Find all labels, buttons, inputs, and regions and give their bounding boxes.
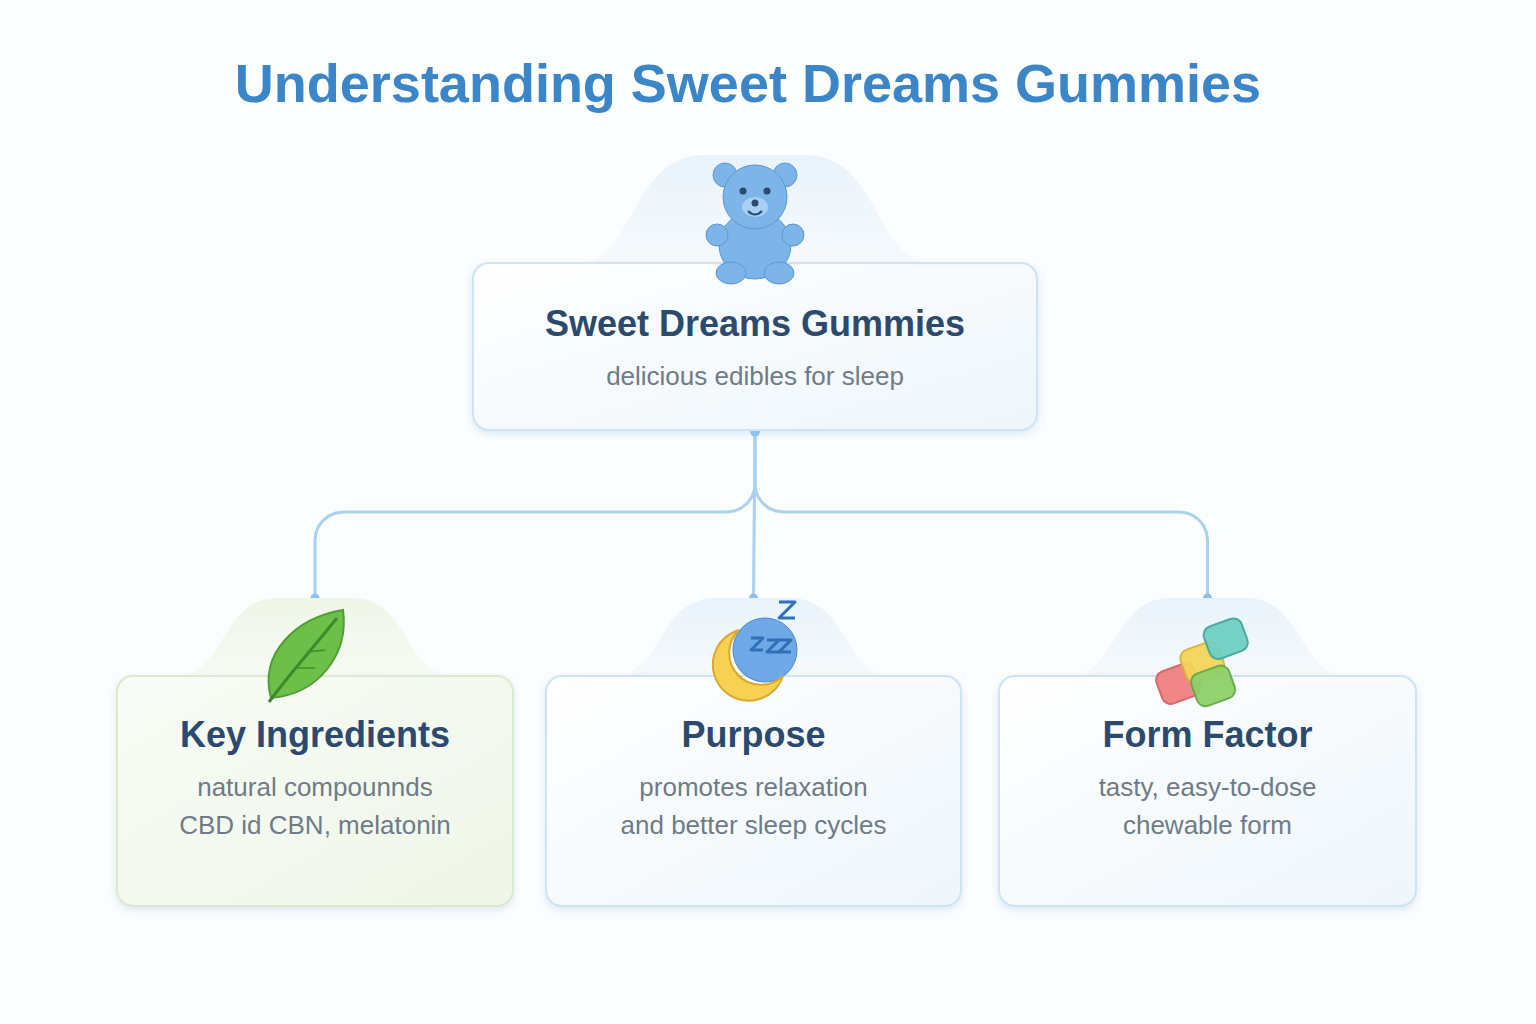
info-card: Sweet Dreams Gummies delicious edibles fo… [472,155,1038,432]
card-description: delicious edibles for sleep [495,357,1015,395]
card-icon [706,163,804,284]
tree-connector [315,432,755,598]
card-box [999,676,1416,906]
card-texts: Key Ingredients natural compounnds CBD id… [116,598,514,844]
card-texts: Form Factor tasty, easy-to-dose chewable … [998,598,1417,844]
card-box [473,263,1037,430]
tree-connector-group [751,428,1213,603]
info-card: Key Ingredients natural compounnds CBD id… [116,598,514,908]
info-card: Purpose promotes relaxation and better sl… [545,598,962,908]
info-card: Form Factor tasty, easy-to-dose chewable … [998,598,1417,908]
card-description: natural compounnds CBD id CBN, melatonin [172,768,458,844]
card-texts: Purpose promotes relaxation and better sl… [545,598,962,844]
card-texts: Sweet Dreams Gummies delicious edibles fo… [472,155,1038,395]
diagram-title: Understanding Sweet Dreams Gummies [0,52,1496,114]
card-icon [269,610,344,702]
card-icon [713,602,797,701]
card-heading: Form Factor [998,714,1417,756]
card-description: tasty, easy-to-dose chewable form [1068,768,1348,844]
card-icon [1154,616,1251,709]
card-box [546,676,961,906]
card-heading: Sweet Dreams Gummies [472,303,1038,345]
card-heading: Key Ingredients [116,714,514,756]
card-description: promotes relaxation and better sleep cyc… [618,768,890,844]
tree-connector [755,432,1208,598]
card-box [117,676,513,906]
tree-connector-group [311,428,760,603]
card-heading: Purpose [545,714,962,756]
